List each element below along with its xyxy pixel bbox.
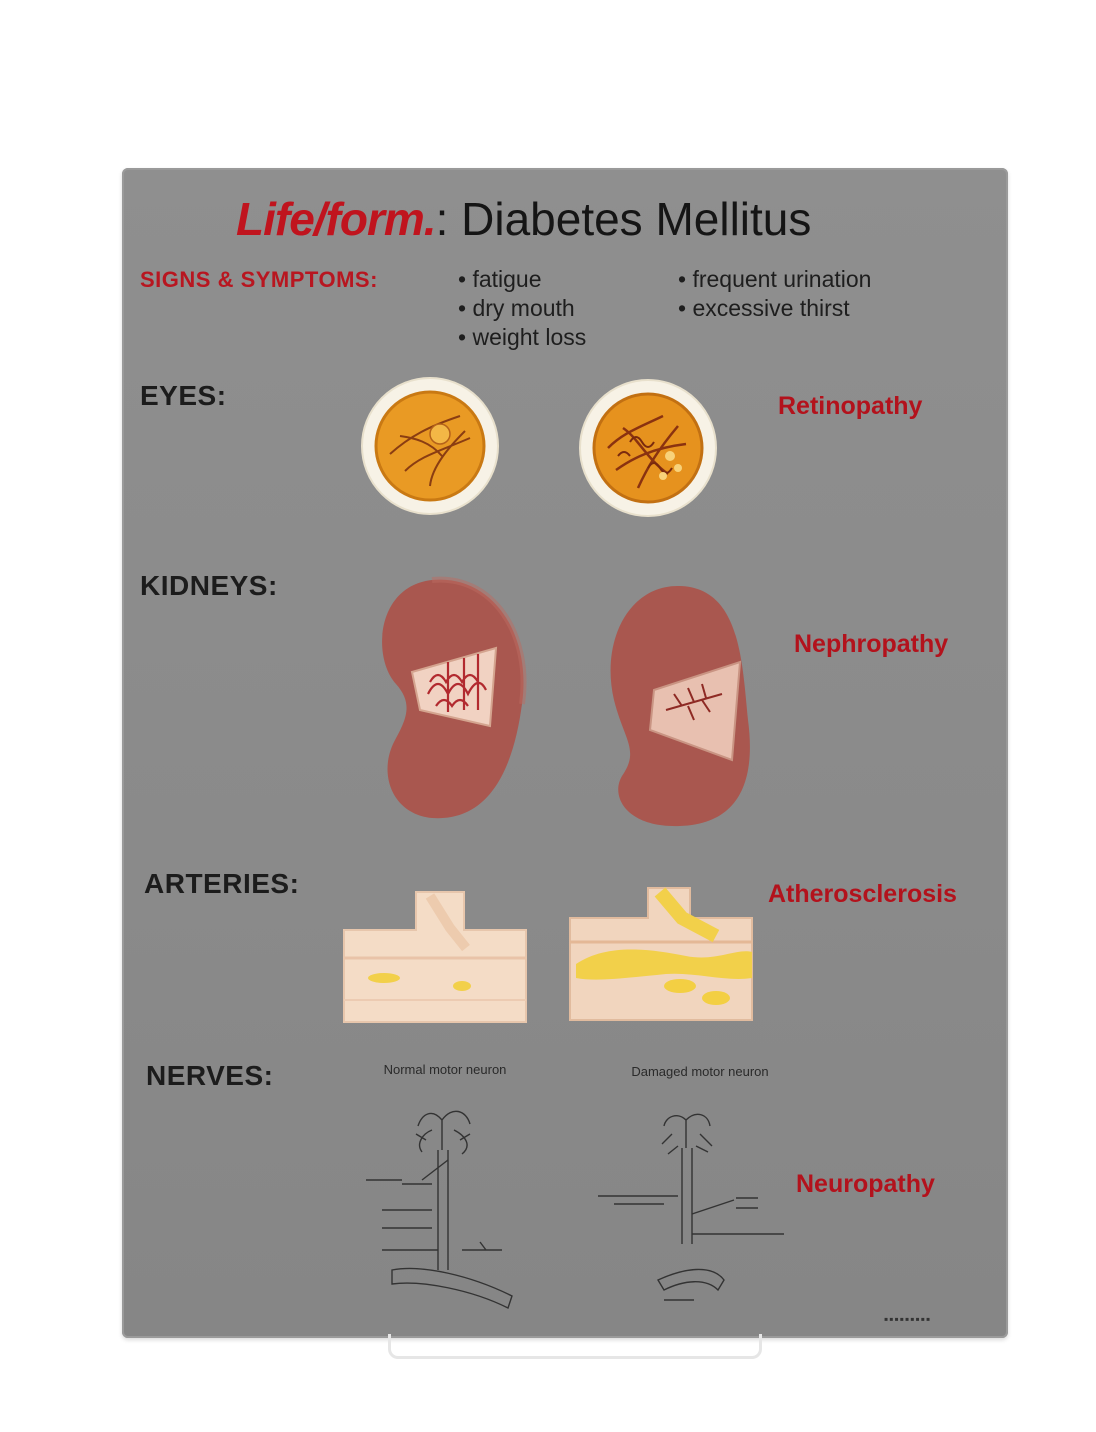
normal-neuron-diagram bbox=[366, 1110, 513, 1309]
symptom-item: excessive thirst bbox=[678, 295, 849, 322]
nerves-condition: Neuropathy bbox=[796, 1170, 935, 1198]
nerves-label: NERVES: bbox=[146, 1060, 274, 1091]
damaged-neuron-caption: Damaged motor neuron bbox=[631, 1064, 769, 1079]
normal-artery-model bbox=[343, 891, 527, 1023]
retinopathy-eye-model bbox=[579, 379, 717, 517]
symptom-item: weight loss bbox=[458, 324, 586, 351]
atherosclerosis-artery-model bbox=[569, 887, 753, 1021]
brand-logo: Life/form. bbox=[236, 193, 437, 245]
kidneys-label: KIDNEYS: bbox=[140, 570, 278, 601]
arteries-condition: Atherosclerosis bbox=[768, 880, 957, 908]
kidneys-condition: Nephropathy bbox=[794, 630, 949, 658]
title-separator: : bbox=[435, 193, 449, 245]
normal-neuron-caption: Normal motor neuron bbox=[383, 1062, 507, 1077]
normal-kidney-model bbox=[382, 576, 527, 819]
catalog-number: ▪▪▪▪▪▪▪▪▪ bbox=[884, 1312, 932, 1326]
eyes-label: EYES: bbox=[140, 380, 227, 411]
damaged-neuron-diagram bbox=[598, 1113, 784, 1301]
title-main: Diabetes Mellitus bbox=[461, 193, 812, 245]
eyes-condition: Retinopathy bbox=[778, 392, 923, 420]
symptoms-label: SIGNS & SYMPTOMS: bbox=[140, 267, 378, 292]
nephropathy-kidney-model bbox=[610, 585, 750, 827]
display-board bbox=[122, 168, 1008, 1338]
page-title: Life/form.: Diabetes Mellitus bbox=[236, 192, 811, 246]
symptom-item: frequent urination bbox=[678, 266, 871, 293]
board-stand bbox=[388, 1334, 762, 1359]
symptom-item: dry mouth bbox=[458, 295, 574, 322]
arteries-label: ARTERIES: bbox=[144, 868, 300, 899]
normal-eye-model bbox=[361, 377, 499, 515]
symptom-item: fatigue bbox=[458, 266, 541, 293]
